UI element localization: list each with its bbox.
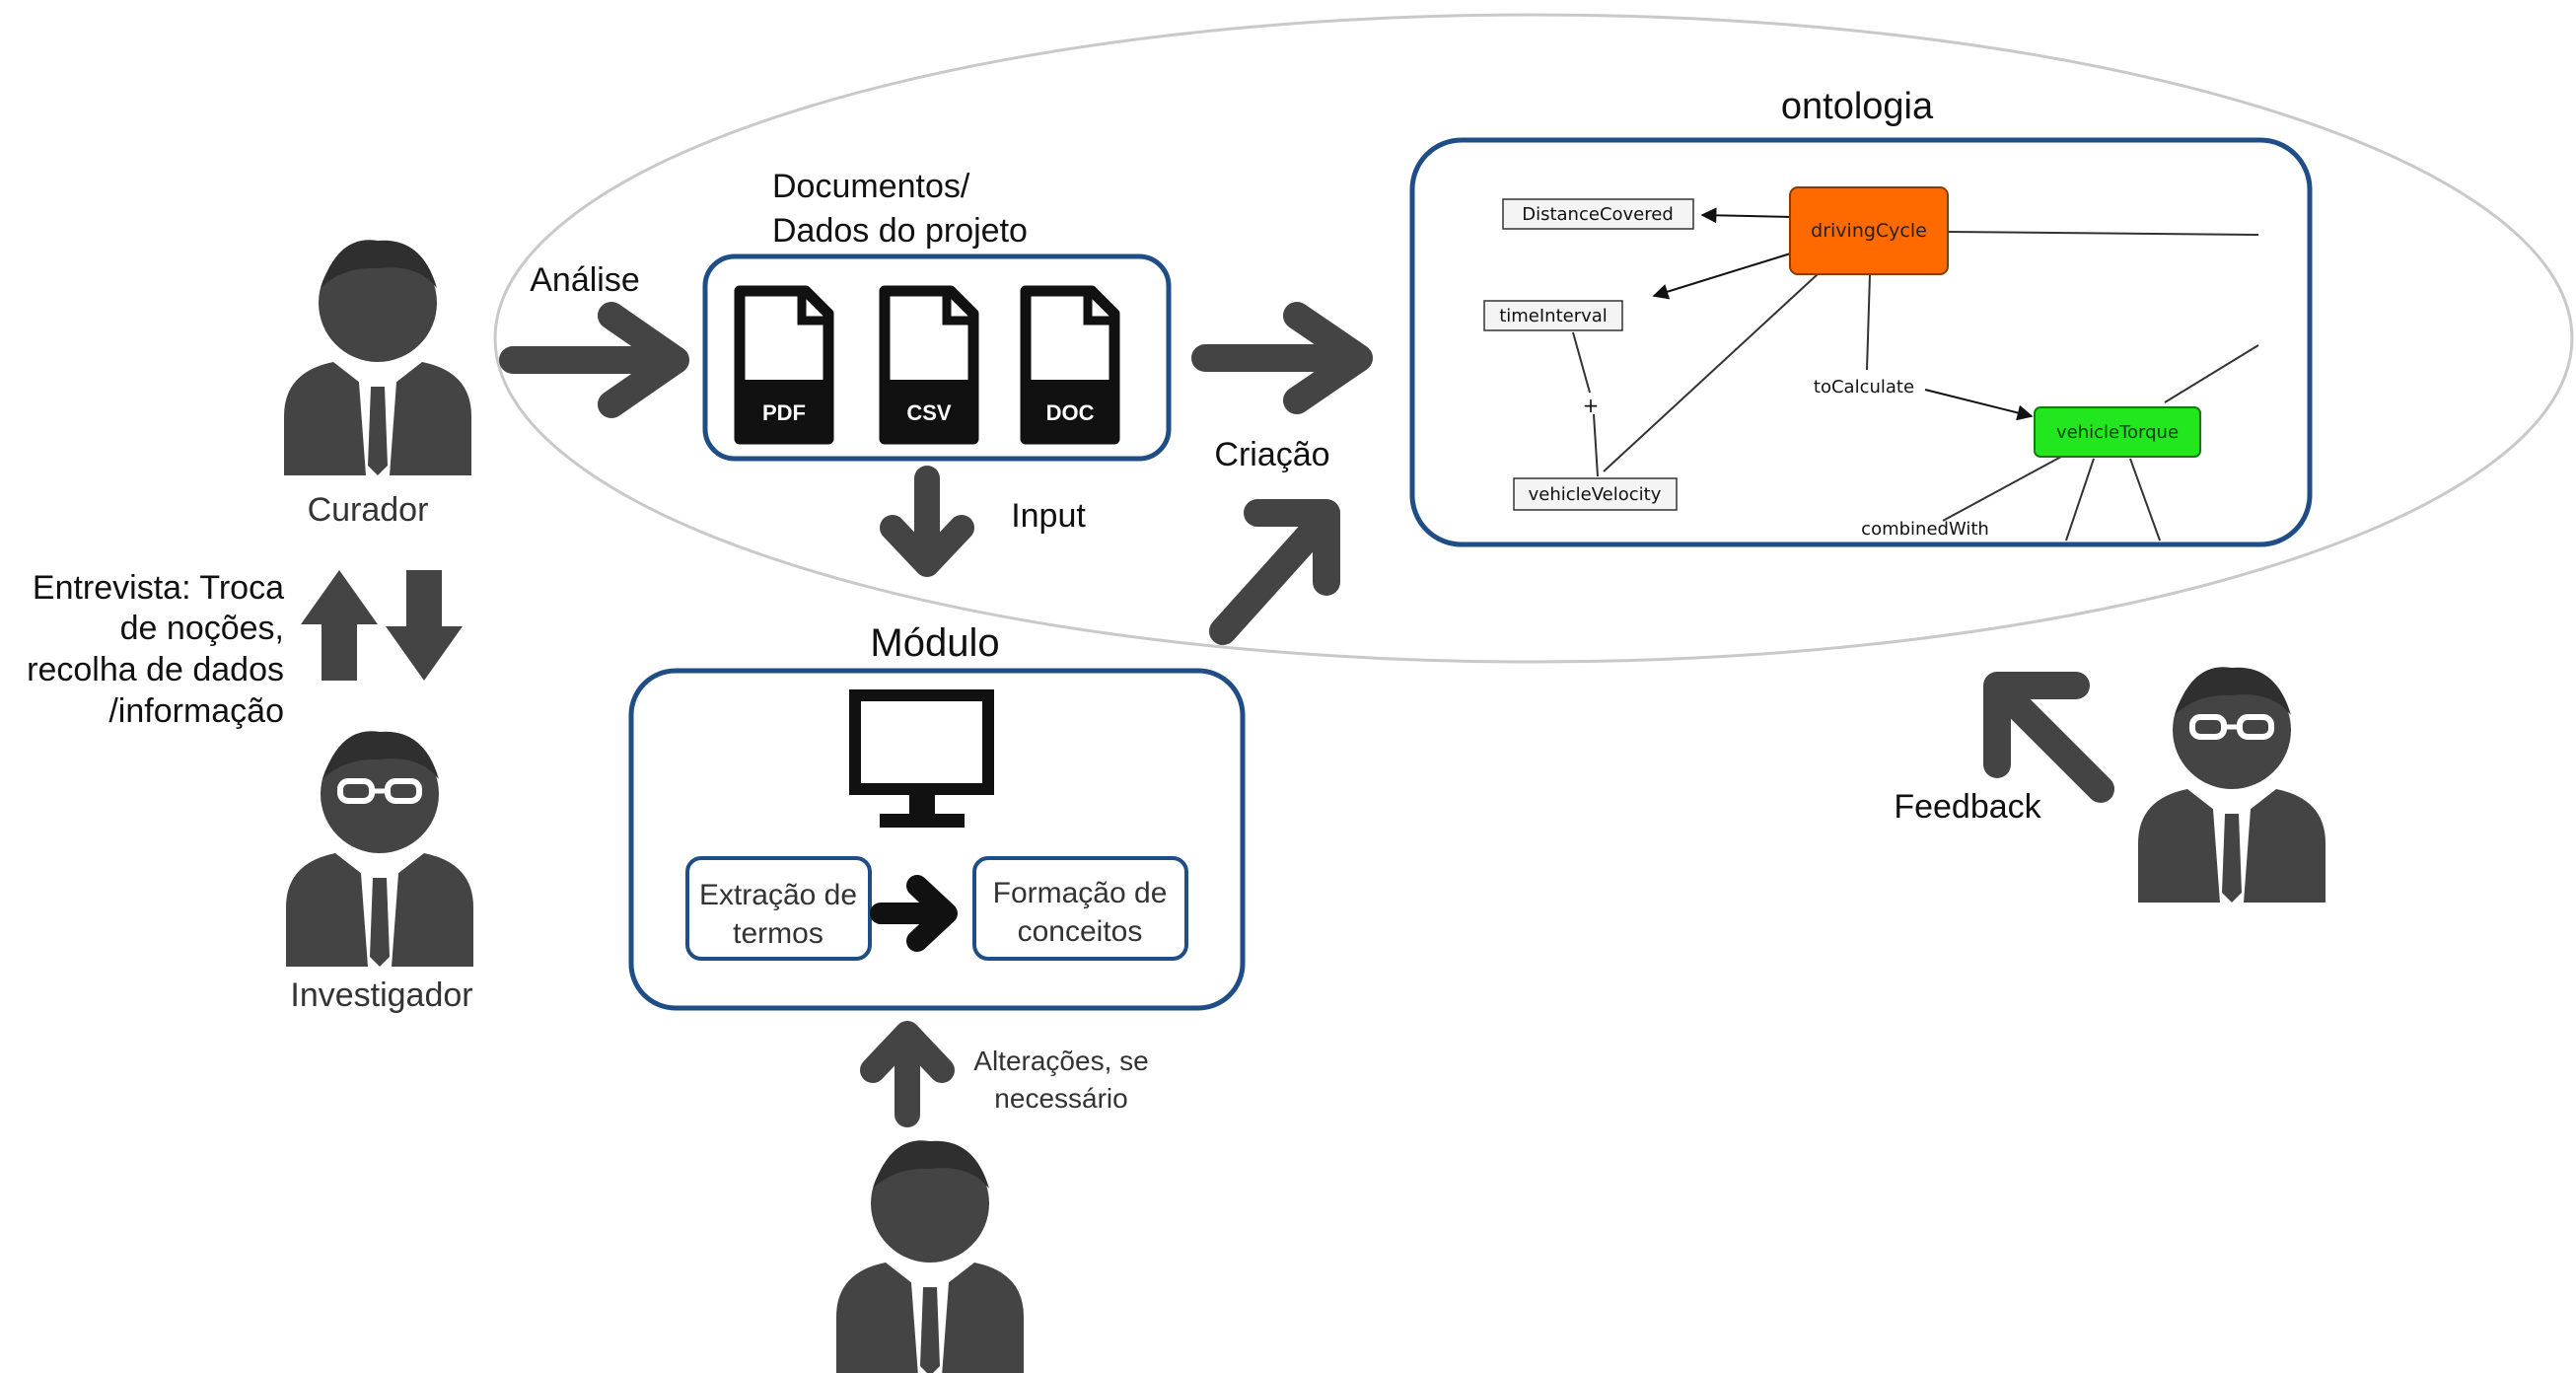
svg-text:Entrevista: Troca: Entrevista: Troca (33, 569, 284, 607)
svg-text:de noções,: de noções, (120, 610, 284, 647)
svg-text:termos: termos (733, 917, 823, 950)
ontology-graph: drivingCycle DistanceCovered timeInterva… (1483, 186, 2259, 542)
edge-label-combined-with: combinedWith (1861, 519, 1989, 540)
feedback-arrow (1983, 672, 2114, 803)
svg-text:Extração de: Extração de (699, 879, 857, 911)
node-driving-cycle: drivingCycle (1789, 186, 1949, 275)
node-time-interval: timeInterval (1483, 300, 1623, 331)
svg-text:recolha de dados: recolha de dados (27, 651, 284, 688)
reviewer-person-icon (2138, 667, 2326, 903)
input-arrow (880, 466, 974, 577)
pdf-file-icon: PDF (740, 291, 828, 439)
modulo-title: Módulo (870, 621, 999, 665)
step-extracao-termos: Extração de termos (685, 856, 872, 961)
svg-text:CSV: CSV (906, 400, 952, 425)
feedback-label: Feedback (1894, 788, 2041, 826)
svg-text:conceitos: conceitos (1018, 915, 1143, 948)
edge-label-to-calculate: toCalculate (1814, 377, 1914, 397)
documentos-title: Documentos/ Dados do projeto (772, 168, 1028, 250)
svg-text:drivingCycle: drivingCycle (1811, 220, 1927, 242)
node-vehicle-velocity: vehicleVelocity (1513, 477, 1678, 511)
step-formacao-conceitos: Formação de conceitos (972, 856, 1188, 961)
svg-text:/informação: /informação (108, 692, 284, 730)
curador-person-icon (284, 240, 471, 475)
investigador-person-icon (286, 731, 473, 967)
entrevista-label: Entrevista: Troca de noções, recolha de … (27, 569, 284, 730)
analise-label: Análise (530, 261, 640, 299)
svg-text:Dados do projeto: Dados do projeto (772, 212, 1028, 250)
bottom-person-icon (836, 1140, 1024, 1373)
alteracoes-label: Alterações, se necessário (973, 1046, 1148, 1114)
doc-file-icon: DOC (1026, 291, 1114, 439)
svg-text:Formação de: Formação de (993, 877, 1168, 909)
node-distance-covered: DistanceCovered (1502, 198, 1694, 230)
analise-arrow (499, 302, 689, 418)
criacao-label: Criação (1214, 436, 1329, 473)
svg-text:DOC: DOC (1046, 400, 1095, 425)
ontologia-title: ontologia (1781, 86, 1934, 127)
edge-label-plus: + (1583, 394, 1600, 417)
svg-text:timeInterval: timeInterval (1499, 306, 1608, 326)
svg-text:Documentos/: Documentos/ (772, 168, 970, 205)
input-label: Input (1011, 497, 1086, 535)
svg-text:Alterações, se: Alterações, se (973, 1046, 1148, 1076)
alteracoes-arrow (860, 1021, 955, 1127)
svg-text:vehicleTorque: vehicleTorque (2056, 422, 2179, 443)
svg-text:DistanceCovered: DistanceCovered (1522, 204, 1674, 225)
node-vehicle-torque: vehicleTorque (2034, 406, 2201, 458)
exchange-arrows (301, 570, 463, 681)
investigador-label: Investigador (290, 976, 472, 1014)
curador-label: Curador (308, 491, 429, 529)
process-ellipse (493, 13, 2574, 664)
svg-text:vehicleVelocity: vehicleVelocity (1529, 484, 1662, 505)
computer-icon (849, 689, 994, 828)
svg-text:necessário: necessário (994, 1083, 1127, 1114)
svg-text:PDF: PDF (762, 400, 806, 425)
csv-file-icon: CSV (885, 291, 973, 439)
docs-to-ontology-arrow (1191, 302, 1373, 414)
step-arrow (870, 875, 958, 952)
criacao-arrow (1209, 499, 1340, 645)
